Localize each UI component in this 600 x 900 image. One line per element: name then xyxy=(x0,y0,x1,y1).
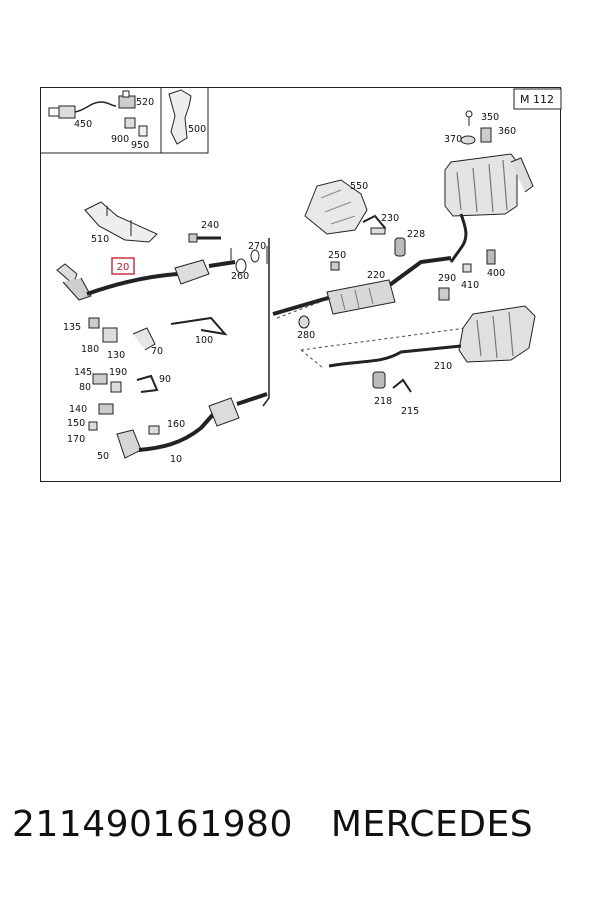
highlighted-part-label: 20 xyxy=(117,262,130,273)
oxygen-sensor-icon xyxy=(48,101,117,119)
label-250: 250 xyxy=(328,250,346,261)
part-number: 211490161980 xyxy=(12,804,293,845)
label-70: 70 xyxy=(151,346,163,357)
heat-shield-small-icon xyxy=(168,89,192,145)
label-280: 280 xyxy=(297,330,315,341)
clamp-nut-icon xyxy=(330,261,340,271)
label-360: 360 xyxy=(498,126,516,137)
diagram-ref-code: M 112 xyxy=(520,93,554,106)
label-140: 140 xyxy=(69,404,87,415)
label-130: 130 xyxy=(107,350,125,361)
downpipe-catalyst-icon xyxy=(116,392,268,459)
label-170: 170 xyxy=(67,434,85,445)
exhaust-parts-diagram: M 112 450 520 900 950 500 xyxy=(40,87,562,482)
label-240: 240 xyxy=(201,220,219,231)
label-260: 260 xyxy=(231,271,249,282)
label-190: 190 xyxy=(109,367,127,378)
label-950: 950 xyxy=(131,140,149,151)
mount-parts-icon xyxy=(88,373,160,435)
label-215: 215 xyxy=(401,406,419,417)
label-450: 450 xyxy=(74,119,92,130)
label-370: 370 xyxy=(444,134,462,145)
label-90: 90 xyxy=(159,374,171,385)
label-180: 180 xyxy=(81,344,99,355)
label-220: 220 xyxy=(367,270,385,281)
detail-box-sensor: 450 520 900 950 500 xyxy=(41,88,209,154)
rubber-hanger-lower-icon xyxy=(372,371,412,393)
label-50: 50 xyxy=(97,451,109,462)
intermediate-pipe-icon xyxy=(272,256,452,316)
label-80: 80 xyxy=(79,382,91,393)
label-520: 520 xyxy=(136,97,154,108)
label-350: 350 xyxy=(481,112,499,123)
front-pipe-icon xyxy=(56,259,236,301)
label-230: 230 xyxy=(381,213,399,224)
rear-muffler-upper-icon xyxy=(444,153,534,263)
highlighted-part-marker: 20 xyxy=(111,257,135,275)
label-510: 510 xyxy=(91,234,109,245)
label-150: 150 xyxy=(67,418,85,429)
label-10: 10 xyxy=(170,454,182,465)
label-550: 550 xyxy=(350,181,368,192)
gasket-ring-icon xyxy=(235,249,260,274)
seal-ring-icon xyxy=(298,315,310,329)
pipe-clamp-icon xyxy=(438,287,450,301)
bracket-parts-icon xyxy=(88,316,228,351)
label-218: 218 xyxy=(374,396,392,407)
label-160: 160 xyxy=(167,419,185,430)
part-caption: 211490161980 MERCEDES xyxy=(12,804,592,860)
label-228: 228 xyxy=(407,229,425,240)
label-100: 100 xyxy=(195,335,213,346)
diagram-ref-box: M 112 xyxy=(513,88,562,110)
label-145: 145 xyxy=(74,367,92,378)
label-400: 400 xyxy=(487,268,505,279)
label-135: 135 xyxy=(63,322,81,333)
diagram-drawing: M 112 450 520 900 950 500 xyxy=(41,88,562,465)
label-290: 290 xyxy=(438,273,456,284)
hanger-pin-icon xyxy=(462,249,496,273)
sensor-clip-icon xyxy=(118,90,136,109)
rubber-mount-icon xyxy=(460,110,492,145)
hanger-bracket-icon xyxy=(362,214,387,235)
label-500: 500 xyxy=(188,124,206,135)
rear-muffler-lower-icon xyxy=(328,305,536,368)
label-410: 410 xyxy=(461,280,479,291)
heat-shield-front-icon xyxy=(84,201,158,243)
heat-shield-center-icon xyxy=(304,179,368,235)
brand-name: MERCEDES xyxy=(330,804,534,845)
sensor-clamp-icon xyxy=(124,117,148,137)
label-900: 900 xyxy=(111,134,129,145)
bolt-icon xyxy=(188,233,221,243)
label-210: 210 xyxy=(434,361,452,372)
label-270: 270 xyxy=(248,241,266,252)
rubber-hanger-icon xyxy=(394,237,406,257)
